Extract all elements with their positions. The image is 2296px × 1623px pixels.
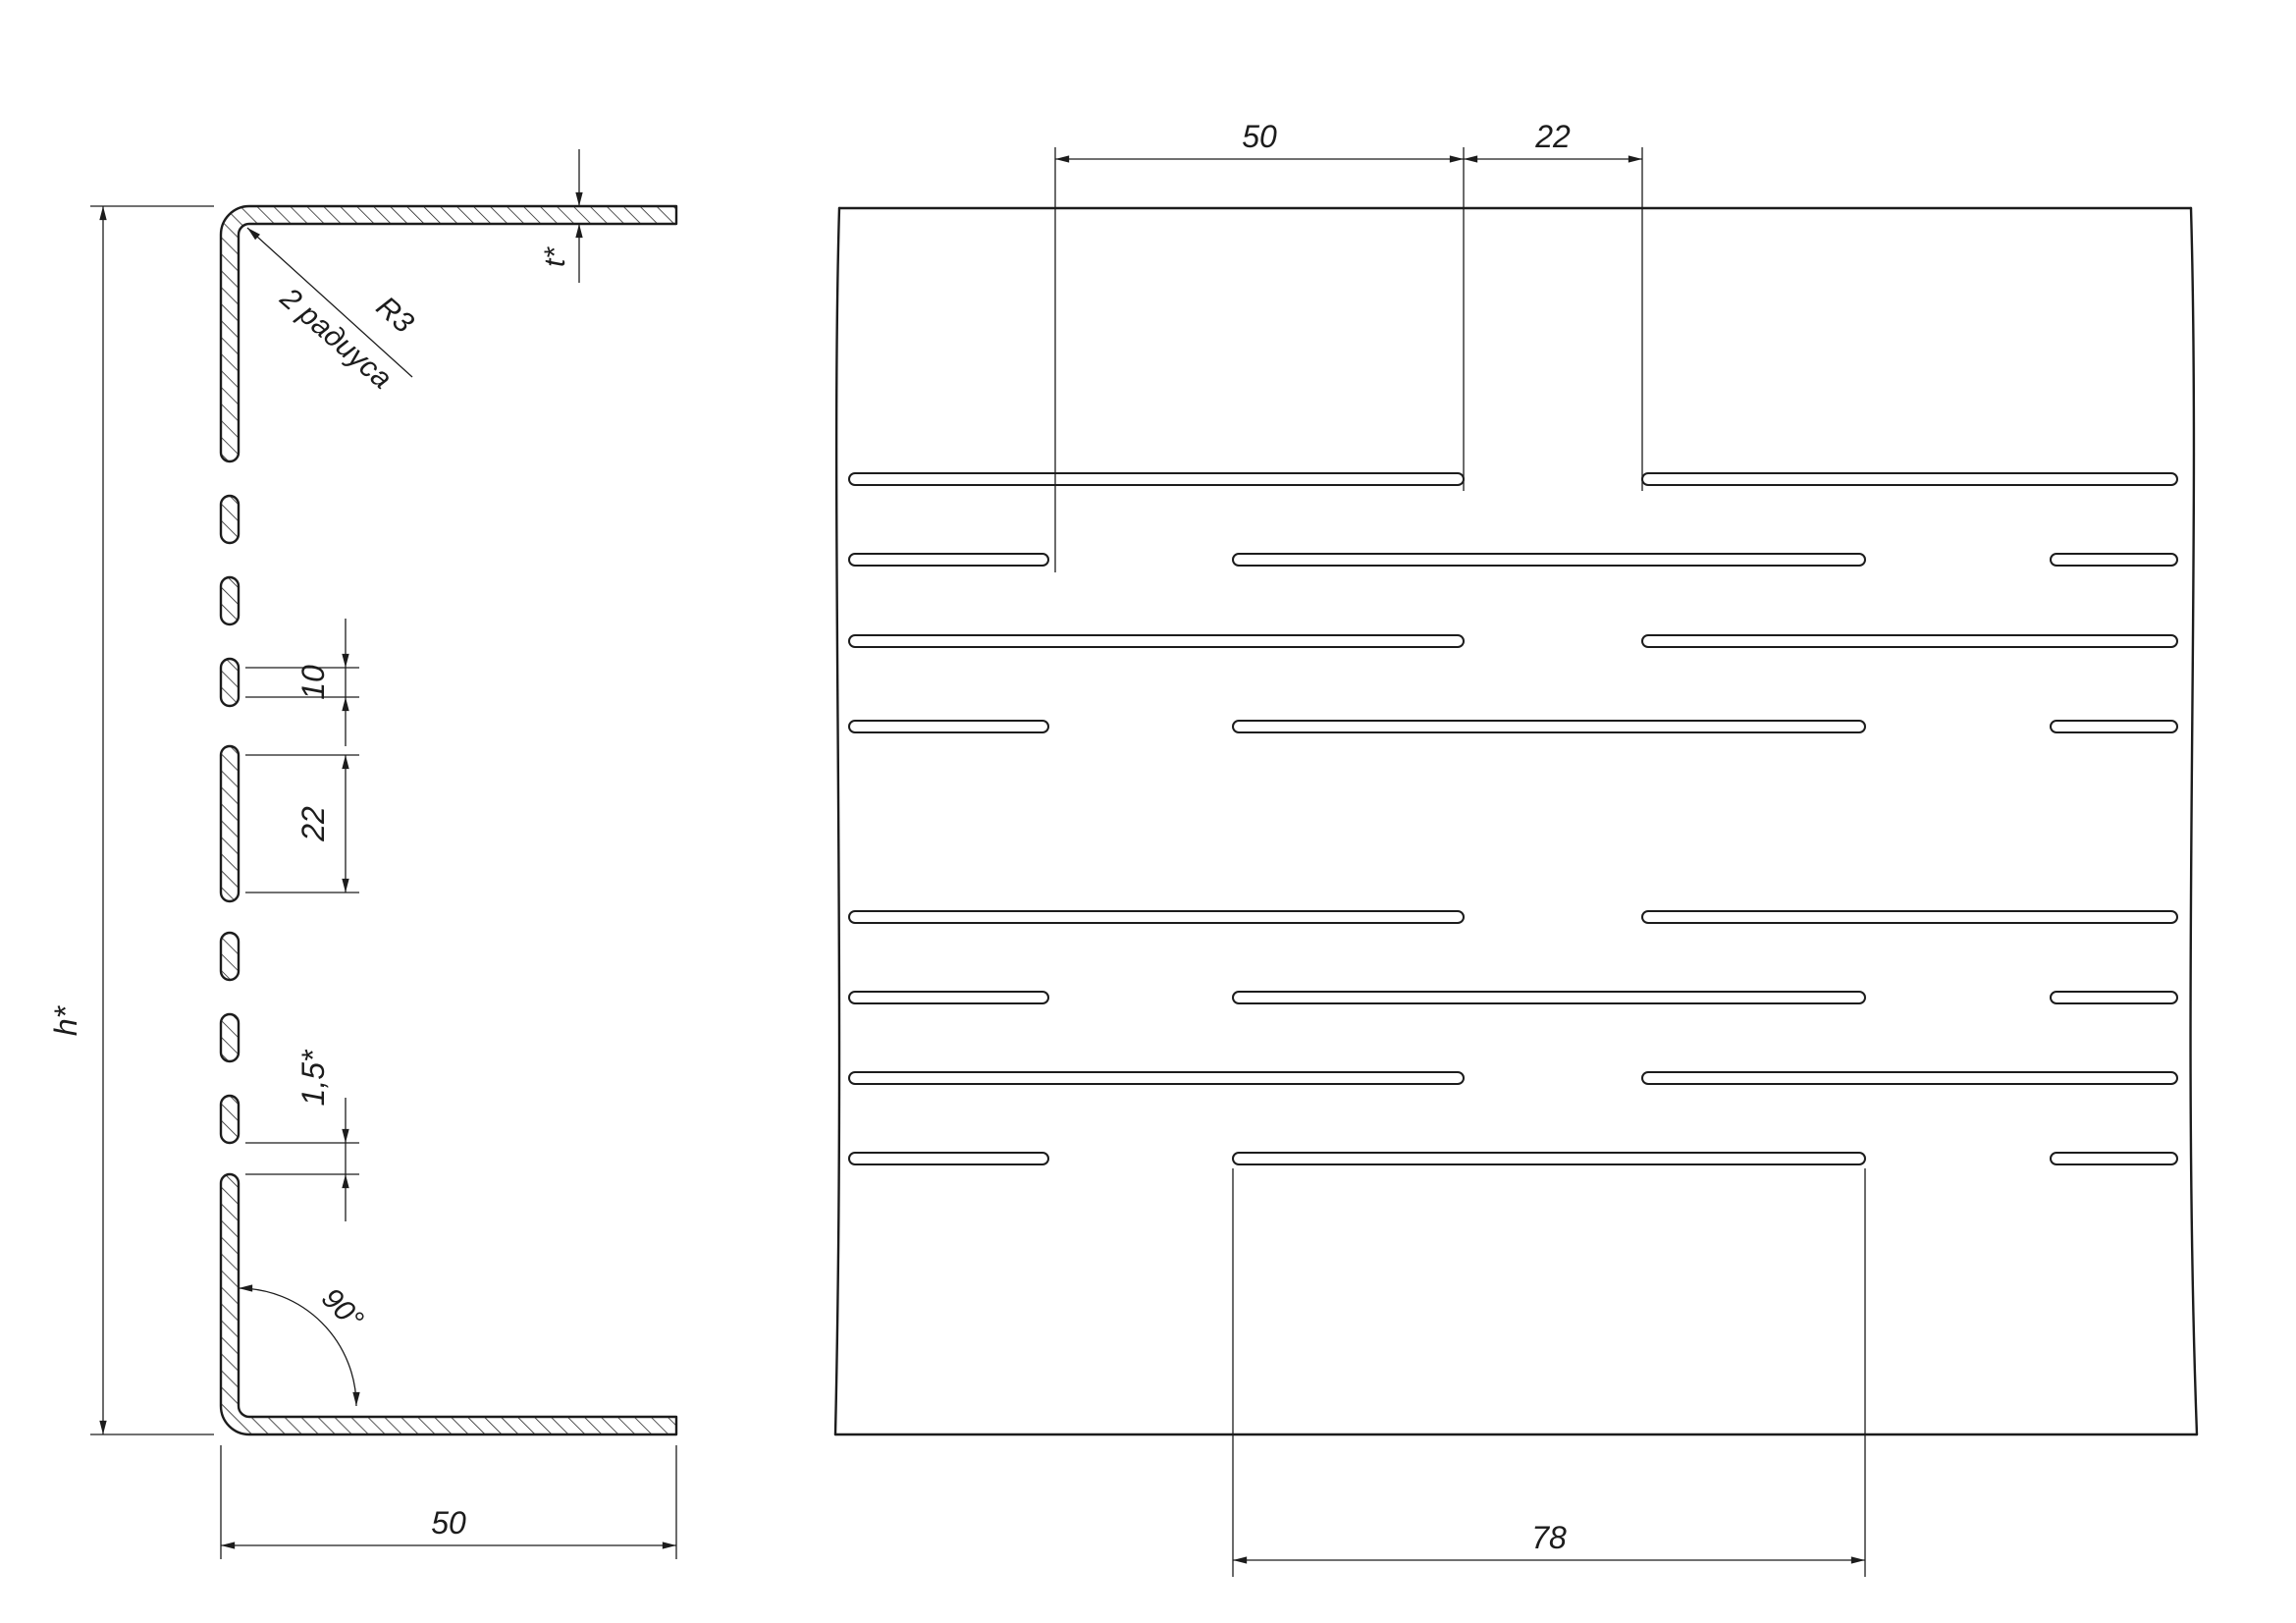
dim-slot-length: 78 bbox=[1232, 1168, 1866, 1577]
face-view: 50 22 78 bbox=[833, 119, 2199, 1577]
slot-outline bbox=[1232, 720, 1866, 733]
slot-outline bbox=[848, 472, 1465, 486]
slot-row-a4 bbox=[848, 1071, 2178, 1085]
slot-outline bbox=[1641, 1071, 2178, 1085]
slot-row-b2 bbox=[848, 720, 2178, 733]
web-bridge-section bbox=[219, 494, 240, 545]
dim-thickness: t* bbox=[539, 149, 583, 283]
dim-slot-large: 22 bbox=[245, 754, 359, 893]
web-bridge-section bbox=[219, 931, 240, 982]
dim-bridge: 1,5* bbox=[245, 1049, 359, 1221]
web-bridge-section bbox=[219, 575, 240, 626]
dim-slot-length-label: 78 bbox=[1531, 1520, 1567, 1555]
slot-outline bbox=[1232, 553, 1866, 567]
slot-outline bbox=[2050, 991, 2178, 1004]
web-bridge-section bbox=[219, 1012, 240, 1063]
dim-slot-small-label: 10 bbox=[295, 665, 331, 700]
section-upper-flange-web bbox=[219, 204, 678, 463]
dim-bridge-label: 1,5* bbox=[295, 1049, 331, 1106]
radius-callout: R3 2 радиуса bbox=[246, 227, 420, 396]
slot-outline bbox=[1641, 634, 2178, 648]
dim-slot-large-label: 22 bbox=[295, 806, 331, 842]
slot-row-b1 bbox=[848, 553, 2178, 567]
slot-outline bbox=[848, 991, 1049, 1004]
dim-slot-offset: 50 22 bbox=[1054, 119, 1643, 572]
slot-outline bbox=[848, 634, 1465, 648]
dim-width: 50 bbox=[220, 1445, 677, 1559]
web-bridge-section-large bbox=[219, 744, 240, 903]
slot-row-a1 bbox=[848, 472, 2178, 486]
dim-slot-offset-label: 50 bbox=[1242, 119, 1277, 154]
dim-height: h* bbox=[48, 205, 214, 1435]
dim-slot-gap-label: 22 bbox=[1534, 119, 1571, 154]
slot-row-a3 bbox=[848, 910, 2178, 924]
plate-right-break-edge bbox=[2189, 206, 2199, 1436]
slot-outline bbox=[848, 1152, 1049, 1165]
slot-row-b4 bbox=[848, 1152, 2178, 1165]
slot-outline bbox=[2050, 1152, 2178, 1165]
web-bridge-section bbox=[219, 657, 240, 708]
slot-outline bbox=[2050, 720, 2178, 733]
slot-outline bbox=[1641, 472, 2178, 486]
radius-label: R3 bbox=[370, 291, 420, 340]
slot-row-a2 bbox=[848, 634, 2178, 648]
dim-width-label: 50 bbox=[431, 1505, 466, 1541]
dim-slot-small: 10 bbox=[245, 619, 359, 746]
slot-outline bbox=[1232, 1152, 1866, 1165]
slot-row-b3 bbox=[848, 991, 2178, 1004]
slot-outline bbox=[2050, 553, 2178, 567]
section-view: h* 50 t* R3 2 радиуса bbox=[48, 149, 678, 1559]
slot-outline bbox=[1232, 991, 1866, 1004]
slot-outline bbox=[1641, 910, 2178, 924]
slot-outline bbox=[848, 910, 1465, 924]
dim-corner-angle-label: 90° bbox=[315, 1282, 369, 1336]
dim-corner-angle: 90° bbox=[238, 1282, 369, 1407]
radius-note-label: 2 радиуса bbox=[273, 281, 398, 395]
section-lower-flange-web bbox=[219, 1172, 678, 1436]
slot-outline bbox=[848, 553, 1049, 567]
dim-thickness-label: t* bbox=[539, 246, 571, 267]
dim-height-label: h* bbox=[48, 1004, 83, 1036]
slot-outline bbox=[848, 720, 1049, 733]
plate-left-break-edge bbox=[833, 206, 841, 1436]
web-bridge-section bbox=[219, 1094, 240, 1145]
slot-outline bbox=[848, 1071, 1465, 1085]
